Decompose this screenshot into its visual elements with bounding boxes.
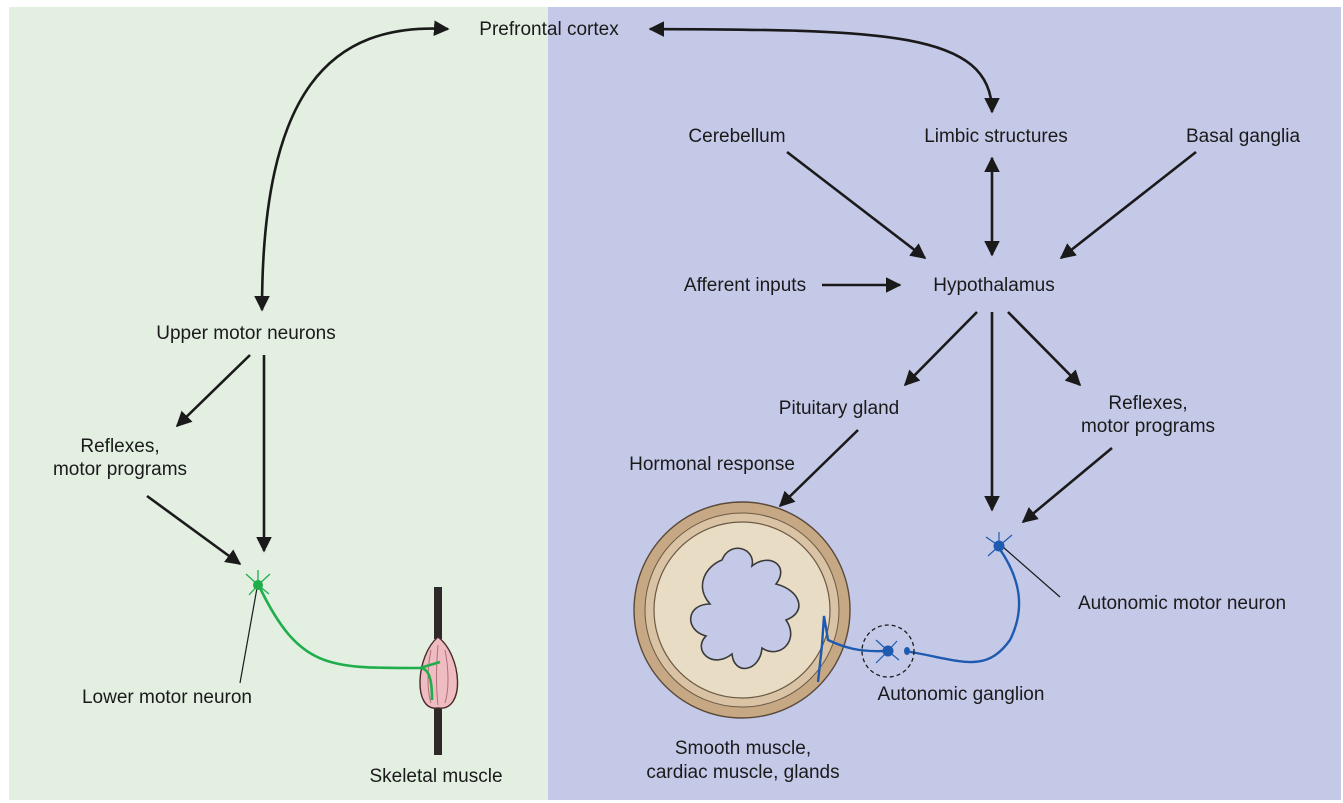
arrow-cerebellum-hypothalamus xyxy=(786,150,927,260)
label-autonomic-reflexes-2: motor programs xyxy=(1081,416,1215,437)
label-hormonal-response: Hormonal response xyxy=(629,454,795,475)
label-limbic-structures: Limbic structures xyxy=(924,126,1068,147)
somatic-panel xyxy=(9,7,548,800)
arrow-reflexes-autonomic-neuron xyxy=(1021,447,1113,523)
arrows xyxy=(146,20,1197,566)
arrow-basal-hypothalamus xyxy=(1059,150,1197,260)
label-somatic-reflexes-1: Reflexes, xyxy=(80,436,159,457)
leader-lower-motor-neuron xyxy=(239,587,258,684)
ganglion-outline xyxy=(861,624,915,678)
label-cerebellum: Cerebellum xyxy=(688,126,785,147)
label-lower-motor-neuron: Lower motor neuron xyxy=(82,687,252,708)
somatic-axon xyxy=(258,587,441,701)
arrow-prefrontal-limbic xyxy=(648,21,1000,114)
labels: Prefrontal cortex Cerebellum Limbic stru… xyxy=(53,19,1301,787)
label-autonomic-ganglion: Autonomic ganglion xyxy=(878,684,1045,705)
label-basal-ganglia: Basal ganglia xyxy=(1186,126,1301,147)
muscle-icon xyxy=(419,587,459,755)
label-hypothalamus: Hypothalamus xyxy=(933,275,1054,296)
label-pituitary-gland: Pituitary gland xyxy=(779,398,899,419)
preganglionic-axon xyxy=(904,547,1021,664)
label-autonomic-reflexes-1: Reflexes, xyxy=(1108,393,1187,414)
arrow-reflexes-lower-motor xyxy=(146,494,242,566)
leader-lines xyxy=(239,546,1061,684)
label-effectors-2: cardiac muscle, glands xyxy=(646,762,839,783)
arrow-hypothalamus-pituitary xyxy=(903,311,978,387)
muscle-tendon-top xyxy=(434,587,442,639)
label-afferent-inputs: Afferent inputs xyxy=(684,275,806,296)
arrow-prefrontal-upper-motor xyxy=(254,20,450,312)
label-effectors-1: Smooth muscle, xyxy=(675,738,811,759)
label-skeletal-muscle: Skeletal muscle xyxy=(369,766,502,787)
arrow-hypothalamus-reflexes xyxy=(1007,311,1082,387)
muscle-tendon-bottom xyxy=(434,705,442,755)
neuron-icon xyxy=(245,570,271,596)
label-prefrontal-cortex: Prefrontal cortex xyxy=(479,19,619,40)
neuron-icon xyxy=(985,532,1013,557)
neuron-icon xyxy=(875,639,910,664)
organ-lumen xyxy=(689,547,800,670)
label-autonomic-motor-neuron: Autonomic motor neuron xyxy=(1078,593,1286,614)
postganglionic-axon xyxy=(816,615,885,683)
label-upper-motor-neurons: Upper motor neurons xyxy=(156,323,336,344)
organ-cross-section-icon xyxy=(633,501,851,719)
label-somatic-reflexes-2: motor programs xyxy=(53,459,187,480)
arrow-pituitary-effectors xyxy=(778,429,859,508)
arrow-upper-reflexes xyxy=(175,354,251,428)
leader-autonomic-motor-neuron xyxy=(1002,546,1061,598)
